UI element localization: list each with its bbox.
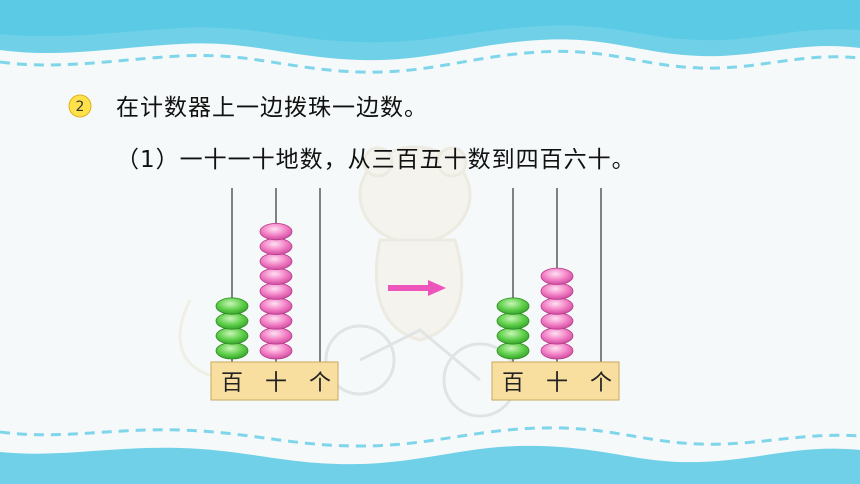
right-arrow-icon — [388, 280, 446, 296]
label-hundreds: 百 — [221, 371, 243, 396]
bear-bicycle-watermark — [178, 145, 518, 418]
counter-1: 百 十 个 — [210, 188, 339, 401]
bead[interactable] — [259, 282, 293, 300]
bead[interactable] — [259, 237, 293, 256]
bead[interactable] — [215, 312, 249, 330]
label-ones: 个 — [309, 371, 331, 396]
bead[interactable] — [540, 327, 574, 345]
top-wave-highlight — [0, 0, 860, 43]
bead[interactable] — [540, 342, 574, 360]
bottom-wave-band — [0, 445, 860, 484]
top-dashed-line — [0, 49, 860, 74]
problem-subquestion: （1）一十一十地数，从三百五十数到四百六十。 — [116, 147, 636, 173]
bead[interactable] — [259, 297, 293, 315]
bead[interactable] — [215, 327, 249, 345]
bead[interactable] — [259, 252, 293, 270]
counter-base — [210, 361, 339, 401]
tens-beads[interactable] — [259, 223, 293, 360]
problem-number-icon: 2 — [68, 94, 92, 118]
counter-2: 百 十 个 — [491, 188, 620, 401]
problem-number: 2 — [76, 99, 85, 115]
label-tens: 十 — [265, 371, 287, 396]
bead[interactable] — [540, 267, 574, 285]
counter-base — [491, 361, 620, 401]
hundreds-beads[interactable] — [496, 297, 530, 360]
bead[interactable] — [540, 297, 574, 315]
bead[interactable] — [540, 282, 574, 300]
bead[interactable] — [496, 327, 530, 345]
bead[interactable] — [259, 223, 293, 241]
tens-beads[interactable] — [540, 267, 574, 360]
bead[interactable] — [540, 312, 574, 330]
bottom-dashed-line — [0, 426, 860, 448]
bead[interactable] — [496, 297, 530, 315]
problem-instruction: 在计数器上一边拨珠一边数。 — [116, 95, 428, 121]
bead[interactable] — [259, 312, 293, 330]
label-hundreds: 百 — [502, 371, 524, 396]
bead[interactable] — [496, 342, 530, 360]
label-ones: 个 — [590, 371, 612, 396]
bead[interactable] — [259, 267, 293, 285]
hundreds-beads[interactable] — [215, 297, 249, 360]
bead[interactable] — [259, 342, 293, 360]
bead[interactable] — [215, 342, 249, 360]
bead[interactable] — [215, 297, 249, 315]
bead[interactable] — [259, 327, 293, 345]
label-tens: 十 — [546, 371, 568, 396]
bead[interactable] — [496, 312, 530, 330]
